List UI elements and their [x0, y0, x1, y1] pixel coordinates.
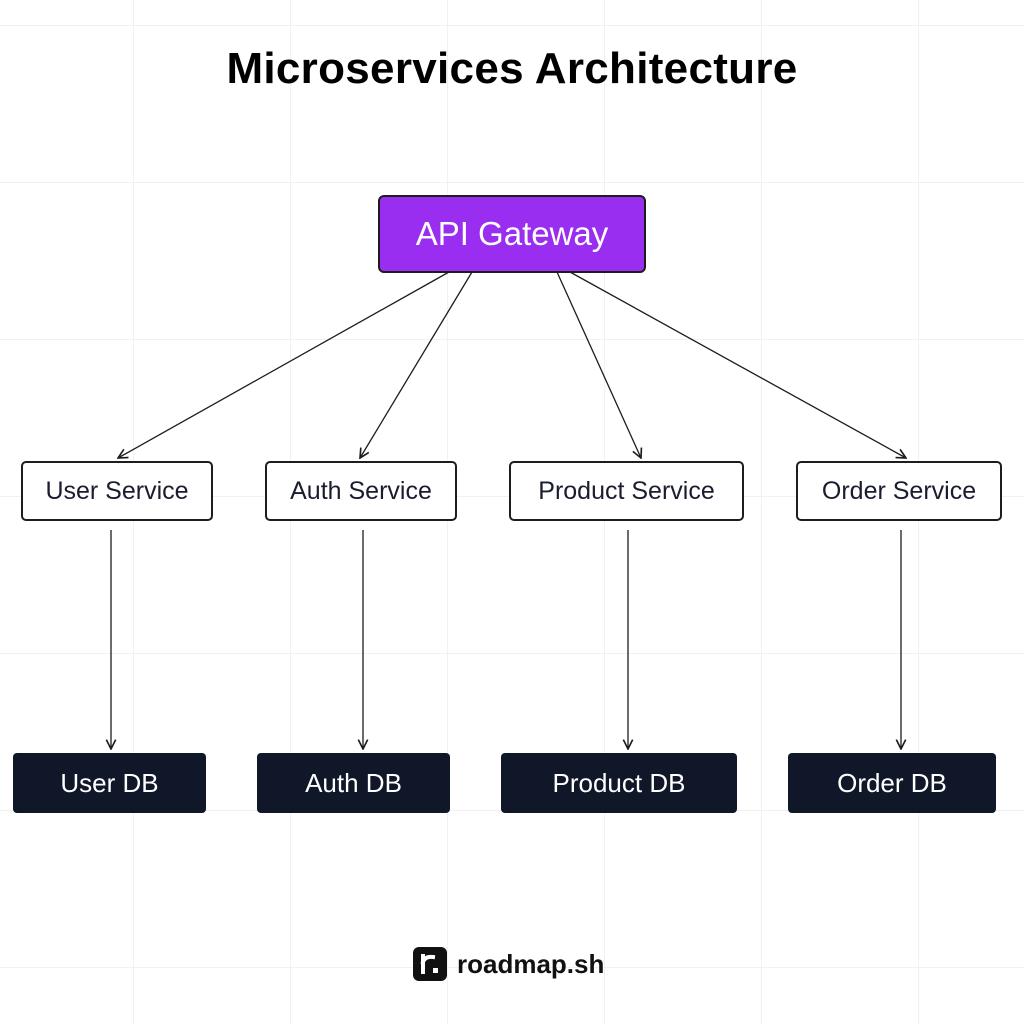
api-gateway-label: API Gateway [415, 215, 609, 252]
order-db-label: Order DB [837, 767, 947, 798]
user-service-label: User Service [45, 476, 189, 505]
edge-gateway-auth [360, 271, 473, 458]
product-db-label: Product DB [552, 767, 686, 798]
product-service-label: Product Service [538, 476, 715, 505]
edge-gateway-order [569, 271, 906, 458]
edge-gateway-product [556, 271, 641, 458]
auth-service-node[interactable]: Auth Service [265, 461, 457, 521]
product-service-node[interactable]: Product Service [509, 461, 744, 521]
auth-db-label: Auth DB [305, 767, 402, 798]
product-db-node[interactable]: Product DB [501, 753, 737, 813]
order-service-label: Order Service [821, 476, 977, 505]
user-service-node[interactable]: User Service [21, 461, 213, 521]
diagram-title: Microservices Architecture [226, 44, 798, 93]
user-db-node[interactable]: User DB [13, 753, 206, 813]
brand-footer[interactable]: roadmap.sh [413, 946, 604, 982]
brand-text: roadmap.sh [457, 948, 605, 979]
edge-gateway-user [118, 271, 450, 458]
user-db-label: User DB [60, 767, 159, 798]
api-gateway-node[interactable]: API Gateway [378, 195, 646, 273]
roadmap-logo-icon [413, 947, 447, 981]
order-service-node[interactable]: Order Service [796, 461, 1002, 521]
order-db-node[interactable]: Order DB [788, 753, 996, 813]
auth-service-label: Auth Service [290, 476, 432, 505]
auth-db-node[interactable]: Auth DB [257, 753, 450, 813]
